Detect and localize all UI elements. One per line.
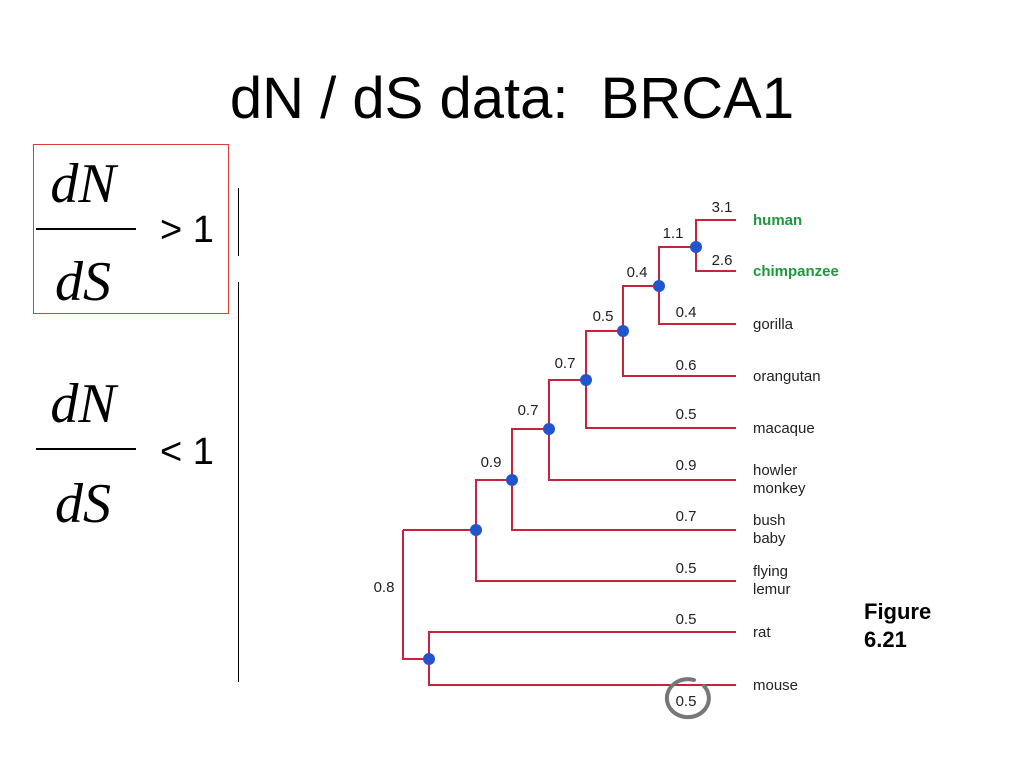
branch-human [695, 219, 736, 247]
branch-value-bush-baby: 0.7 [676, 508, 697, 525]
node-dot-hc [690, 241, 702, 253]
branch-howler-monkey [548, 429, 736, 481]
taxon-label-orangutan: orangutan [753, 368, 821, 385]
ratio-bottom-fraction-bar [36, 448, 136, 450]
branch-macaque [585, 380, 736, 429]
branch-value-ape-macaque: 0.7 [555, 355, 576, 372]
branch-mouse [428, 659, 736, 686]
taxon-label-rat: rat [753, 624, 771, 641]
branch-rod [402, 530, 429, 660]
branch-value-primates: 0.9 [481, 454, 502, 471]
taxon-label-flying-lemur: flying [753, 563, 788, 580]
branch-am [548, 379, 586, 429]
branch-value-flying-lemur: 0.5 [676, 560, 697, 577]
branch-ga1 [622, 285, 659, 331]
ratio-bottom-denominator: dS [55, 473, 111, 535]
taxon-label-howler-monkey: howler [753, 462, 797, 479]
branch-hc [658, 246, 696, 286]
branch-chimpanzee [695, 247, 736, 272]
taxon-label-flying-lemur-1: lemur [753, 581, 791, 598]
node-dot-anth [543, 423, 555, 435]
branch-value-macaque: 0.5 [676, 406, 697, 423]
branch-value-root-branch: 0.8 [374, 579, 395, 596]
branch-flying-lemur [475, 530, 736, 582]
taxon-label-bush-baby-1: baby [753, 530, 786, 547]
taxon-label-macaque: macaque [753, 420, 815, 437]
ratio-top-denominator: dS [55, 251, 111, 313]
bracket-bottom-line [238, 282, 239, 682]
ratio-top-relation: > 1 [160, 209, 214, 251]
branch-value-human: 3.1 [712, 199, 733, 216]
branch-value-gorilla: 0.4 [676, 304, 697, 321]
branch-value-mouse: 0.5 [676, 693, 697, 710]
node-dot-am [580, 374, 592, 386]
branch-value-human-chimp: 1.1 [663, 225, 684, 242]
branch-ga2 [585, 330, 623, 380]
branch-gorilla [658, 286, 736, 325]
branch-value-howler-monkey: 0.9 [676, 457, 697, 474]
taxon-label-howler-monkey-1: monkey [753, 480, 806, 497]
taxon-label-human: human [753, 212, 802, 229]
branch-value-great-ape-1: 0.4 [627, 264, 648, 281]
ratio-bottom-relation: < 1 [160, 431, 214, 473]
node-dot-ga2 [617, 325, 629, 337]
highlight-box [33, 144, 229, 314]
branch-value-orangutan: 0.6 [676, 357, 697, 374]
node-dot-prim [506, 474, 518, 486]
highlight-circle-mouse [664, 677, 711, 720]
figure-caption-line1: Figure [864, 599, 932, 624]
node-dot-eu [470, 524, 482, 536]
taxon-label-chimpanzee: chimpanzee [753, 263, 839, 280]
taxon-label-bush-baby: bush [753, 512, 786, 529]
ratio-bottom-numerator: dN [50, 373, 116, 435]
ratio-top-numerator: dN [50, 153, 116, 215]
branch-value-great-ape-2: 0.5 [593, 308, 614, 325]
branch-rat [428, 631, 736, 659]
branch-anth [511, 428, 549, 480]
node-dot-rod [423, 653, 435, 665]
slide-title: dN / dS data: BRCA1 [229, 66, 795, 131]
branch-value-rat: 0.5 [676, 611, 697, 628]
branch-value-chimpanzee: 2.6 [712, 252, 733, 269]
branch-bush-baby [511, 480, 736, 531]
node-dot-ga1 [653, 280, 665, 292]
branch-value-anthropoid: 0.7 [518, 402, 539, 419]
bracket-top-line [238, 188, 239, 256]
figure-caption-line2: 6.21 [864, 627, 907, 652]
ratio-top-fraction-bar [36, 228, 136, 230]
taxon-label-gorilla: gorilla [753, 316, 794, 333]
figure-caption: Figure 6.21 [864, 598, 931, 654]
taxon-label-mouse: mouse [753, 677, 798, 694]
branch-orangutan [622, 331, 736, 377]
branch-prim [475, 479, 512, 530]
